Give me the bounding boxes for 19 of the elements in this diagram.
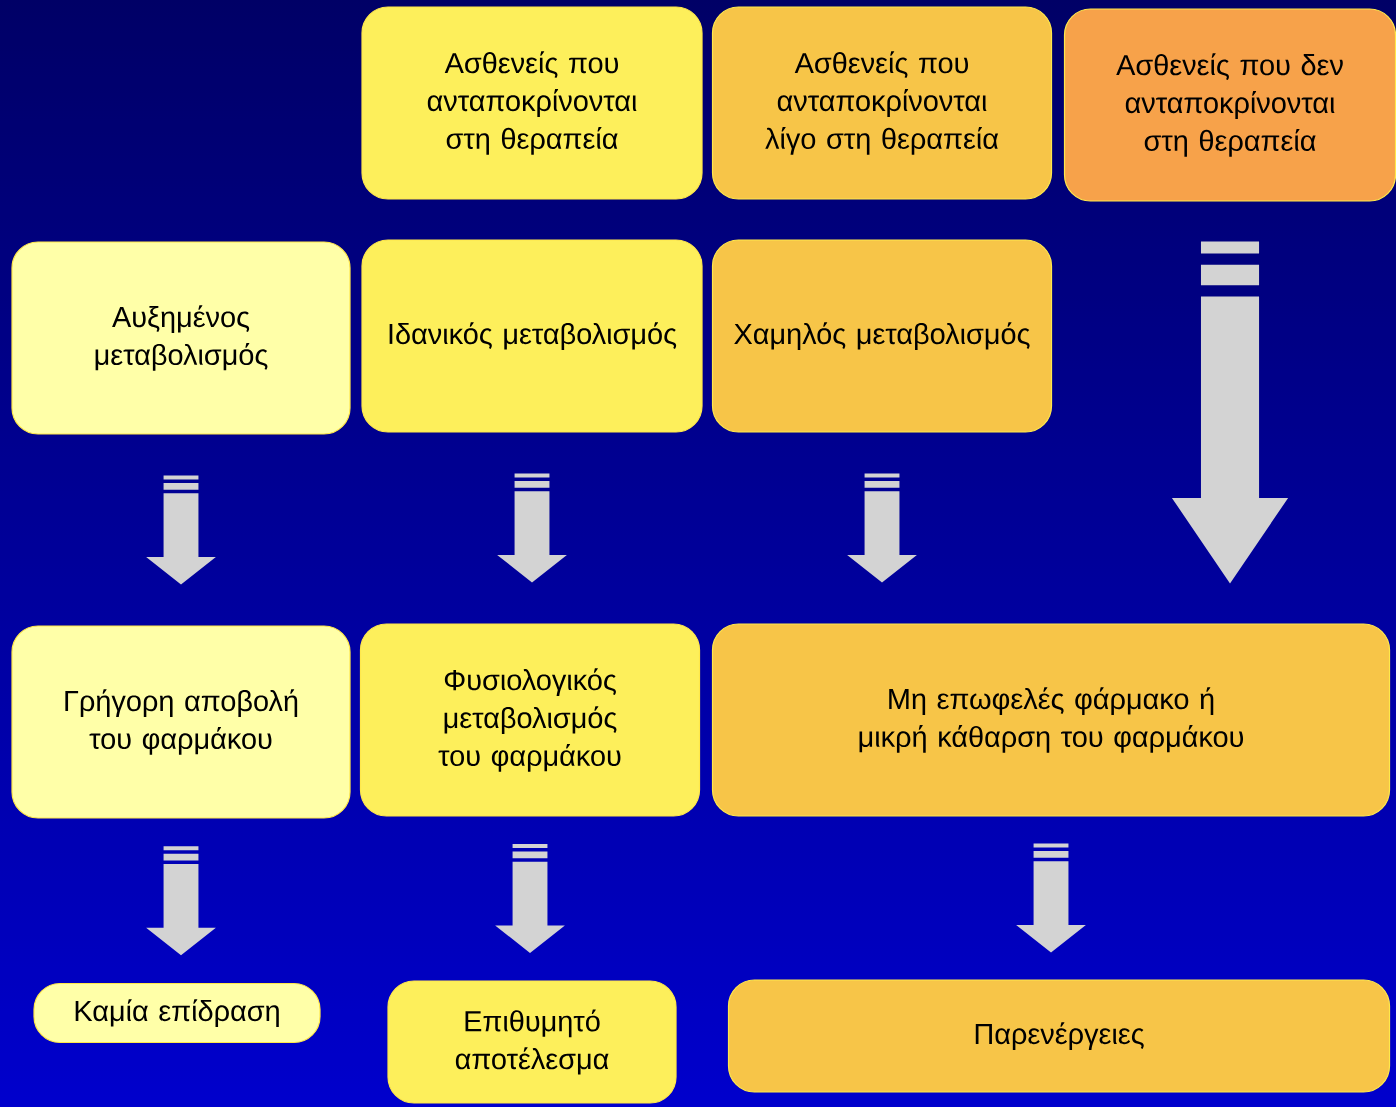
arrow xyxy=(146,846,216,956)
process-box: Ασθενείς που ανταποκρίνονται λίγο στη θεραπεία xyxy=(711,6,1053,200)
arrow xyxy=(146,475,216,585)
arrow xyxy=(1016,843,1086,953)
arrow xyxy=(1171,241,1289,584)
process-box: Καμία επίδραση xyxy=(33,982,321,1044)
process-box: Γρήγορη αποβολή του φαρμάκου xyxy=(11,625,351,819)
arrow xyxy=(497,473,567,583)
process-box: Ιδανικός μεταβολισμός xyxy=(361,239,703,433)
arrow xyxy=(847,473,917,583)
process-box: Επιθυμητό αποτέλεσμα xyxy=(387,980,677,1104)
arrow xyxy=(495,844,565,953)
process-box: Αυξημένος μεταβολισμός xyxy=(11,241,351,435)
process-box: Χαμηλός μεταβολισμός xyxy=(711,239,1053,433)
process-box: Ασθενείς που δεν ανταποκρίνονται στη θεραπεία xyxy=(1063,8,1396,202)
process-box: Ασθενείς που ανταποκρίνονται στη θεραπεία xyxy=(361,6,703,200)
process-box: Φυσιολογικός μεταβολισμός του φαρμάκου xyxy=(359,623,701,817)
process-box: Μη επωφελές φάρμακο ή μικρή κάθαρση του φαρμάκου xyxy=(711,623,1391,817)
process-box: Παρενέργειες xyxy=(727,979,1391,1093)
